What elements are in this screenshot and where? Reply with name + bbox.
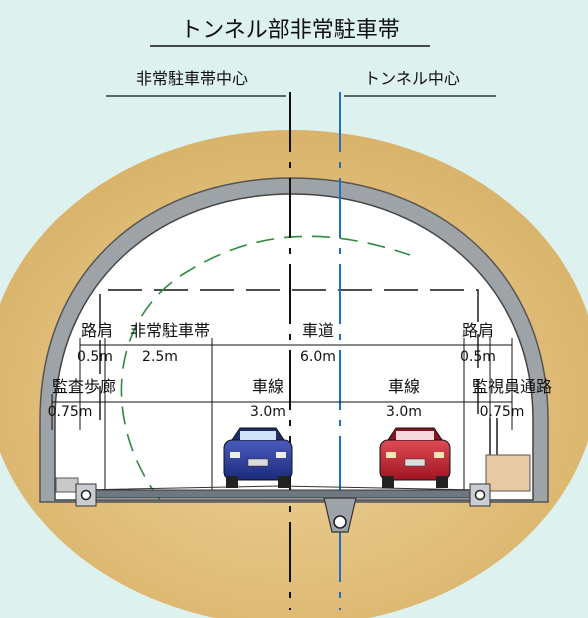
walkway-block (55, 477, 79, 493)
walkway-label: 監査歩廊 (52, 377, 116, 396)
inspection-path-block (485, 454, 531, 492)
inspection-path-dim: 0.75m (480, 404, 525, 420)
lane-right-dim: 3.0m (386, 404, 422, 420)
emergency-clearance-curve (120, 235, 411, 501)
left-support (75, 483, 97, 507)
shoulder-right-dim: 0.5m (460, 349, 496, 365)
shoulder-left-dim: 0.5m (77, 349, 113, 365)
carriageway-dim: 6.0m (300, 349, 336, 365)
tunnel-center-label: トンネル中心 (364, 69, 460, 88)
center-drain (323, 497, 357, 533)
lane-right-label: 車線 (388, 377, 420, 396)
walkway-dim: 0.75m (48, 404, 93, 420)
lane-left-dim: 3.0m (250, 404, 286, 420)
car-red (379, 427, 451, 488)
right-support (469, 483, 491, 507)
emergency-center-label: 非常駐車帯中心 (136, 69, 248, 88)
car-blue (223, 427, 293, 488)
carriageway-label: 車道 (302, 321, 334, 340)
shoulder-left-label: 路肩 (81, 321, 113, 340)
clearance-boundary (99, 289, 479, 420)
inspection-path-label: 監視員通路 (472, 377, 552, 396)
emergency-lane-dim: 2.5m (142, 349, 178, 365)
road-deck (79, 489, 481, 499)
lane-left-label: 車線 (252, 377, 284, 396)
emergency-lane-label: 非常駐車帯 (130, 321, 210, 340)
tunnel-interior (54, 193, 534, 501)
shoulder-right-label: 路肩 (462, 321, 494, 340)
diagram-title: トンネル部非常駐車帯 (180, 18, 400, 43)
